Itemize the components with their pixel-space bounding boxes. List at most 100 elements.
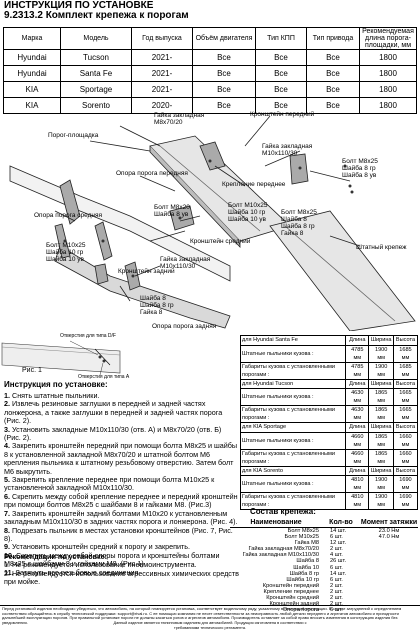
cell: 4810 мм [345,475,370,493]
dims-header: Ширина [368,465,394,476]
footer-text: Перед установкой изделия необходимо убед… [2,606,402,625]
recommendations-title: Рекомендации по установке: [4,552,108,561]
label-front-bracket: Кронштейн передний [250,111,315,118]
kit-item-name: Кронштейн задний [269,601,319,608]
cell: 1900 мм [368,492,394,510]
instruction-step: 8. Подрезать пыльник в местах установки … [4,526,240,544]
step-number: 1. [4,391,10,400]
kit-item-name: Шайба 8 гр [289,570,319,577]
cell: Все [306,49,360,66]
cell: 1660 мм [392,431,419,450]
instruction-step: 9. Установить кронштейн средний к порогу… [4,543,240,551]
kit-item-torque: 23.0 Нм [378,528,400,534]
instruction-step: 3. Установить закладные M10x110/30 (отв.… [4,424,240,443]
cell: 4785 мм [345,361,370,380]
step-number: 9. [4,542,10,552]
cell: Hyundai [3,65,61,82]
step-text: Извлечь резиновые заглушки в передней и … [4,399,223,426]
cell: Hyundai [3,49,61,66]
cell: 1900 мм [368,344,394,363]
cell: 1865 мм [368,388,394,406]
kit-table: Наименование Кол-во Момент затяжки Болт … [230,517,418,613]
step-number: 7. [4,508,10,518]
cell: 1800 [359,65,417,82]
cell: 1900 мм [368,361,394,380]
cell: Santa Fe [60,65,132,82]
cell: 1800 [359,49,417,66]
footer-note: Данный изделие является тюнинговым издел… [113,621,307,630]
table-row: Габариты кузова с установленными порогам… [239,361,419,380]
step-text: Закрепить кронштейн задний болтами М10х2… [4,508,238,527]
dims-header: Длина [345,335,370,346]
cell: Все [192,49,256,66]
recommendation-item: 2. Не рекомендуется использование агресс… [4,568,240,587]
label-holes-a: Отверстия для типа А [78,374,130,380]
cell: 1685 мм [392,344,419,363]
cell: Габариты кузова с установленными порогам… [239,405,347,423]
cell: 1690 мм [392,475,419,493]
cell: 4660 мм [345,431,370,450]
cell: Все [192,97,256,114]
kit-item-name: Кронштейн передний [262,582,319,589]
cell: Все [192,81,256,98]
instruction-step: 11. Затянуть все резьбовые соединения. [4,567,240,577]
label-standard-fastener: Штатный крепеж [356,244,407,251]
footer: Перед установкой изделия необходимо убед… [0,605,420,630]
dims-header: Высота [392,335,419,346]
dims-header: Длина [345,378,370,389]
cell: Все [255,97,307,114]
step-text: Скрепить между собой крепление переднее … [4,491,238,510]
label-front-mount: Крепление переднее [222,181,286,188]
figure-1: Отверстия для типа D/F Отверстия для тип… [0,333,185,380]
cell: Габариты кузова с установленными порогам… [239,492,347,510]
kit-item-name: Гайка М8 [294,540,319,547]
table-row: Габариты кузова с установленными порогам… [239,448,419,467]
kit-item-qty: 6 шт. [330,564,343,571]
step-number: 10. [4,550,14,560]
kit-item-qty: 26 шт. [330,558,347,565]
cell: 1665 мм [392,405,419,423]
kit-title: Состав крепежа: [250,507,316,516]
cell: KIA [3,81,61,98]
kit-item-name: Шайба 10 гр [286,576,319,583]
cell: 1665 мм [392,388,419,406]
label-rear-bracket: Кронштейн задний [118,268,175,275]
step-number: 6. [4,491,10,501]
cell: 4630 мм [345,388,370,406]
instruction-step: 10. Скрепить между собой опоры порога и … [4,550,240,569]
step-number: 4. [4,441,10,451]
col-model: Модель [60,27,132,50]
col-engine: Объём двигателя [192,27,256,50]
cell: Габариты кузова с установленными порогам… [239,361,347,380]
instruction-step: 7. Закрепить кронштейн задний болтами М1… [4,508,240,527]
instruction-step: 6. Скрепить между собой крепление передн… [4,491,240,510]
cell: Sportage [60,81,132,98]
instructions-title: Инструкция по установке: [4,380,108,389]
kit-item-qty: 6 шт. [330,576,343,583]
label-middle-support: Опора порога средняя [34,212,102,219]
step-number: 3. [4,424,10,434]
step-text: Скрепить между собой опоры порога и крон… [4,550,220,569]
cell: Штатные пыльники кузова : [239,388,347,406]
cell: 1900 мм [368,475,394,493]
rocker-holes-drawing [1,340,121,376]
kit-item-name: Кронштейн средний [266,595,319,602]
step-number: 11. [4,567,14,577]
